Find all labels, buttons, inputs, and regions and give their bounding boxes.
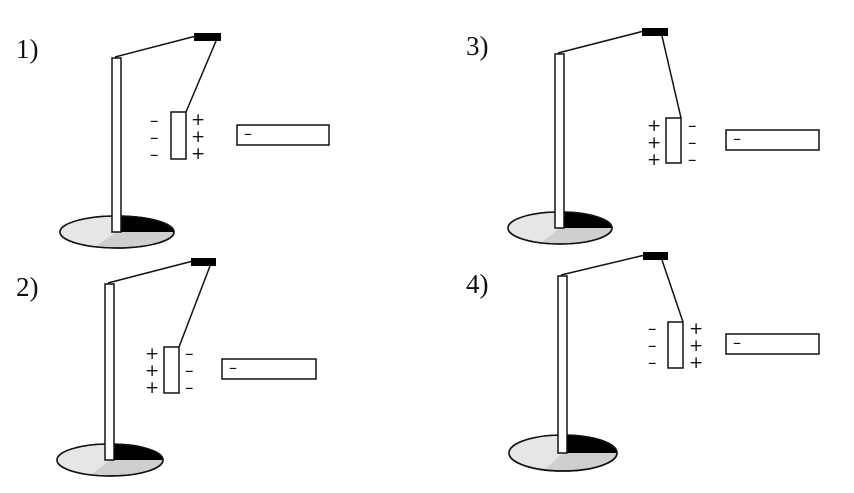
stand-base-dark-sector — [117, 216, 174, 232]
charge-sign: – — [150, 145, 159, 165]
charged-rod — [725, 129, 820, 151]
suspension-arm — [557, 30, 645, 54]
arm-clamp — [191, 258, 216, 266]
charge-sign: – — [688, 133, 697, 153]
charge-sign: + — [689, 353, 703, 373]
panel-label: 4) — [466, 269, 489, 299]
panel-1: 1) – – – + + + – — [16, 33, 330, 249]
plate-left-charges: – – – — [150, 111, 159, 165]
charge-sign: + — [191, 144, 205, 164]
panel-label: 1) — [16, 34, 39, 64]
suspension-arm — [560, 254, 646, 276]
suspension-thread — [661, 35, 682, 119]
plate-right-charges: – – – — [185, 344, 194, 398]
stand-base-dark-sector — [560, 212, 612, 228]
charge-sign: – — [648, 353, 657, 373]
stand-base-light-sector — [509, 435, 563, 469]
suspended-plate — [163, 346, 180, 394]
stand-base-dark-sector — [563, 435, 617, 453]
charge-sign: – — [688, 150, 697, 170]
stand-base-light-sector — [57, 444, 110, 474]
suspension-thread — [185, 40, 217, 113]
panel-4: 4) – – – + + + – — [466, 252, 820, 472]
charge-sign: + — [689, 336, 703, 356]
stand-pole — [557, 275, 568, 454]
panel-label: 3) — [466, 31, 489, 61]
rod-charge-sign: – — [733, 129, 741, 148]
plate-right-charges: + + + — [689, 319, 703, 373]
suspended-plate — [667, 321, 684, 369]
suspended-plate — [170, 111, 187, 160]
rod-charge-sign: – — [244, 124, 252, 143]
rod-charge-sign: – — [229, 358, 237, 377]
charge-sign: + — [145, 344, 159, 364]
charge-sign: – — [185, 378, 194, 398]
plate-left-charges: + + + — [647, 116, 661, 170]
charge-sign: + — [191, 110, 205, 130]
plate-right-charges: – – – — [688, 116, 697, 170]
charge-sign: – — [185, 344, 194, 364]
panel-label: 2) — [16, 272, 39, 302]
charge-sign: – — [688, 116, 697, 136]
plate-right-charges: + + + — [191, 110, 205, 164]
panel-3: 3) + + + – – – – — [466, 28, 820, 245]
suspension-thread — [661, 259, 684, 323]
suspension-arm — [114, 35, 197, 58]
plate-left-charges: – – – — [648, 319, 657, 373]
electroscope-stand — [508, 275, 618, 472]
charge-sign: – — [150, 128, 159, 148]
stand-base-light-sector — [60, 216, 117, 246]
electroscope-stand — [56, 283, 164, 477]
panel-2: 2) + + + – – – – — [16, 258, 317, 477]
suspension-arm — [107, 260, 194, 284]
suspension-thread — [178, 265, 211, 348]
stand-base-light-sector — [508, 212, 560, 242]
charge-sign: – — [150, 111, 159, 131]
charged-rod — [725, 333, 820, 355]
arm-clamp — [643, 252, 668, 260]
arm-clamp — [642, 28, 668, 36]
charge-sign: + — [145, 361, 159, 381]
charge-sign: – — [648, 319, 657, 339]
stand-pole — [111, 57, 122, 233]
charge-sign: + — [689, 319, 703, 339]
electroscope-stand — [507, 53, 613, 245]
charged-rod — [221, 358, 317, 380]
stand-pole — [104, 283, 115, 461]
charge-sign: + — [145, 378, 159, 398]
stand-pole — [554, 53, 565, 229]
charge-sign: + — [647, 133, 661, 153]
stand-base-dark-sector — [110, 444, 163, 460]
arm-clamp — [194, 33, 221, 41]
charge-sign: + — [647, 116, 661, 136]
charge-sign: + — [647, 150, 661, 170]
plate-left-charges: + + + — [145, 344, 159, 398]
suspended-plate — [665, 117, 682, 164]
electroscope-stand — [59, 57, 175, 249]
charge-sign: + — [191, 127, 205, 147]
charge-sign: – — [185, 361, 194, 381]
rod-charge-sign: – — [733, 333, 741, 352]
charge-sign: – — [648, 336, 657, 356]
charged-rod — [236, 124, 330, 146]
